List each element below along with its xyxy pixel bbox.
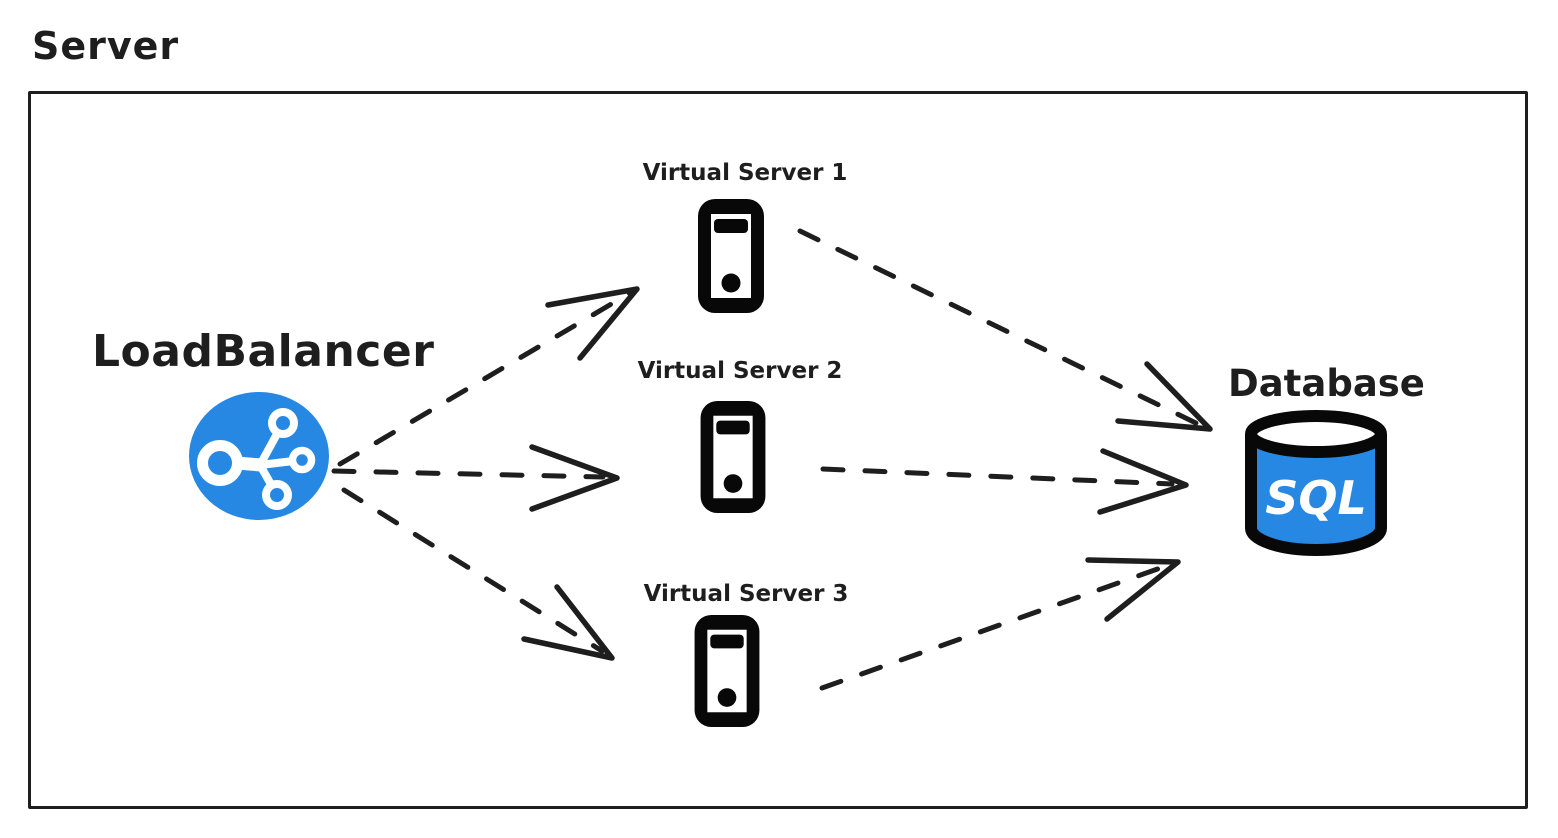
- node-label-database: Database: [1228, 362, 1425, 405]
- node-label-load-balancer: LoadBalancer: [92, 326, 435, 377]
- node-label-virtual-server-2: Virtual Server 2: [637, 358, 843, 384]
- server-group-boundary: [28, 91, 1528, 809]
- load-balancer-icon: [189, 392, 329, 520]
- node-label-virtual-server-3: Virtual Server 3: [643, 581, 849, 607]
- sql-label: SQL: [1265, 471, 1367, 525]
- server-tower-icon: [694, 615, 760, 727]
- group-label-server: Server: [32, 24, 180, 68]
- server-tower-icon: [698, 199, 764, 313]
- sql-database-icon: SQL: [1245, 410, 1387, 556]
- node-label-virtual-server-1: Virtual Server 1: [642, 160, 848, 186]
- server-tower-icon: [700, 401, 766, 513]
